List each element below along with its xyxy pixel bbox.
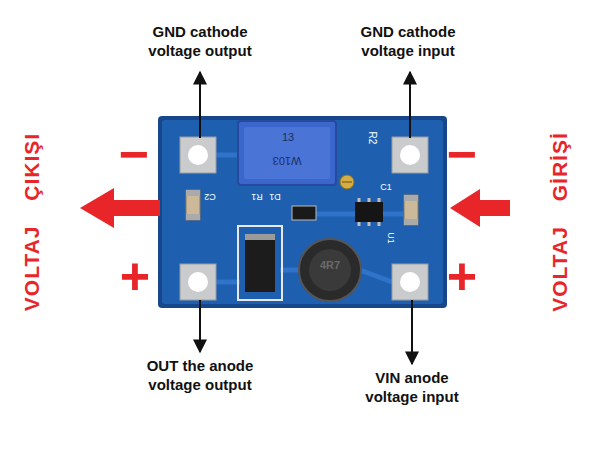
leader-arrow <box>199 72 201 138</box>
solder-pad <box>180 264 216 300</box>
pin-callout: GND cathode voltage output <box>139 23 261 61</box>
pin-callout: VIN anode voltage input <box>351 369 473 407</box>
cap-end <box>186 190 200 196</box>
solder-pad <box>392 137 428 173</box>
pad-hole <box>188 145 208 165</box>
diode-band <box>245 234 275 240</box>
solder-pad <box>180 137 216 173</box>
screw-slot <box>342 181 352 183</box>
pot-marking: W103 <box>273 153 302 167</box>
side-title: VOLTAJ ÇIKIŞI <box>19 133 45 311</box>
capacitor-c2 <box>186 190 200 220</box>
diode-d1 <box>245 234 275 292</box>
resistor-r1 <box>292 206 316 220</box>
pot-marking: 13 <box>282 131 294 145</box>
silkscreen-label: R1 <box>251 190 263 201</box>
cap-end <box>186 214 200 220</box>
cap-end <box>404 195 418 201</box>
inductor-core <box>309 249 351 291</box>
polarity-sign: − <box>119 128 149 180</box>
diode-outline <box>238 226 282 300</box>
capacitor-c1 <box>404 195 418 225</box>
pad-hole <box>188 272 208 292</box>
pcb-edge <box>158 116 447 308</box>
silkscreen-label: U1 <box>384 232 395 244</box>
potentiometer-top <box>244 127 330 179</box>
pin-callout: GND cathode voltage input <box>347 23 469 61</box>
polarity-sign: + <box>120 250 150 302</box>
pad-hole <box>400 272 420 292</box>
silkscreen-label: R2 <box>366 132 379 145</box>
leader-arrow <box>411 300 413 364</box>
solder-pad <box>392 264 428 300</box>
adjust-screw <box>340 175 354 189</box>
potentiometer <box>238 121 336 185</box>
polarity-sign: − <box>447 128 477 180</box>
pad-hole <box>400 145 420 165</box>
chip-pins <box>359 198 379 226</box>
cap-end <box>404 219 418 225</box>
inductor <box>299 239 361 301</box>
silkscreen-label: C1 <box>380 182 392 193</box>
pcb-board <box>162 120 443 304</box>
silkscreen-label: D1 <box>269 190 281 201</box>
side-title: VOLTAJ GİRİŞİ <box>547 132 573 312</box>
leader-arrow <box>409 72 411 138</box>
leader-arrow <box>199 300 201 352</box>
output-arrow <box>80 188 160 228</box>
input-arrow <box>450 189 510 227</box>
pin-callout: OUT the anode voltage output <box>139 357 261 395</box>
inductor-marking: 4R7 <box>320 259 340 273</box>
polarity-sign: + <box>447 250 477 302</box>
chip-u1 <box>355 202 383 222</box>
silkscreen-label: C2 <box>204 190 216 201</box>
